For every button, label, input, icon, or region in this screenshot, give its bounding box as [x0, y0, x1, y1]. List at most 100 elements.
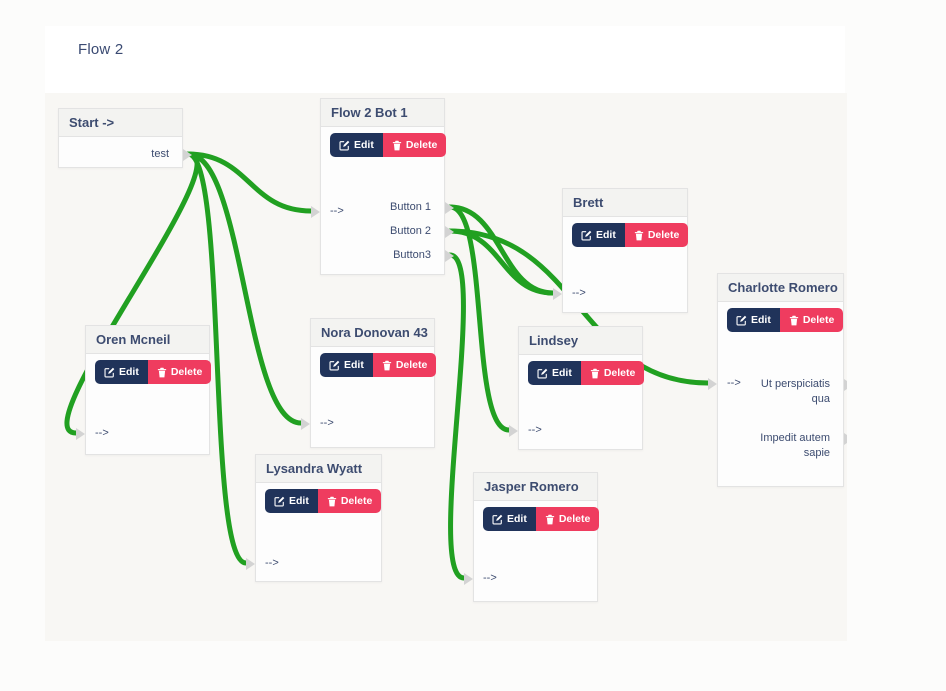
flow-header-card: Flow 2 [45, 26, 845, 93]
input-port-label: --> [727, 377, 741, 389]
input-port-label: --> [265, 557, 279, 569]
output-port-label: test [151, 148, 169, 160]
edit-button[interactable]: Edit [265, 489, 318, 513]
output-port-label: Ut perspiciatis qua [760, 378, 830, 405]
delete-button-label: Delete [647, 229, 680, 241]
node-actions: Edit Delete [265, 489, 382, 513]
trash-icon [590, 368, 599, 378]
edit-button[interactable]: Edit [95, 360, 148, 384]
edit-button-label: Edit [552, 367, 572, 379]
edit-pencil-icon [339, 140, 350, 151]
connection-curve-start-lysandra[interactable] [185, 151, 249, 566]
input-port-arrow-icon[interactable] [509, 425, 518, 437]
node-title-nora: Nora Donovan 43 [311, 319, 434, 347]
node-start[interactable]: Start ->test [58, 108, 192, 168]
input-port-arrow-icon[interactable] [246, 558, 255, 570]
node-actions: Edit Delete [95, 360, 212, 384]
output-port-arrow-icon[interactable] [445, 226, 454, 238]
input-port-arrow-icon[interactable] [708, 378, 717, 390]
delete-button-label: Delete [340, 495, 373, 507]
node-title-jasper: Jasper Romero [474, 473, 597, 501]
edit-pencil-icon [329, 360, 340, 371]
node-title-lindsey: Lindsey [519, 327, 642, 355]
delete-button[interactable]: Delete [317, 489, 382, 513]
input-port-label: --> [330, 205, 344, 217]
delete-button-label: Delete [405, 139, 438, 151]
node-actions: Edit Delete [483, 507, 600, 531]
output-port-arrow-icon[interactable] [445, 250, 454, 262]
edit-button[interactable]: Edit [528, 361, 581, 385]
edit-button[interactable]: Edit [572, 223, 625, 247]
delete-button-label: Delete [558, 513, 591, 525]
input-port-arrow-icon[interactable] [464, 573, 473, 585]
edit-button-label: Edit [289, 495, 309, 507]
output-port-arrow-icon[interactable] [445, 202, 454, 214]
connection-curve-start-nora[interactable] [185, 151, 304, 426]
output-port-label: Button3 [393, 249, 431, 261]
node-title-flow2bot1: Flow 2 Bot 1 [321, 99, 444, 127]
node-nora[interactable]: Nora Donovan 43 Edit Delete --> [301, 318, 437, 448]
input-port-arrow-icon[interactable] [311, 206, 320, 218]
delete-button[interactable]: Delete [779, 308, 844, 332]
output-port-arrow-icon[interactable] [183, 149, 192, 161]
edit-button-label: Edit [507, 513, 527, 525]
delete-button[interactable]: Delete [372, 353, 437, 377]
input-port-label: --> [528, 424, 542, 436]
delete-button-label: Delete [395, 359, 428, 371]
edit-button-label: Edit [119, 366, 139, 378]
connection-curve-start-oren[interactable] [64, 151, 200, 436]
edit-button[interactable]: Edit [483, 507, 536, 531]
edit-button-label: Edit [354, 139, 374, 151]
node-title-charlotte: Charlotte Romero [718, 274, 843, 302]
edit-button[interactable]: Edit [727, 308, 780, 332]
delete-button[interactable]: Delete [535, 507, 600, 531]
node-title-lysandra: Lysandra Wyatt [256, 455, 381, 483]
edit-pencil-icon [274, 496, 285, 507]
connections-layer [64, 151, 711, 581]
trash-icon [634, 230, 643, 240]
delete-button[interactable]: Delete [624, 223, 689, 247]
node-actions: Edit Delete [572, 223, 689, 247]
input-port-label: --> [483, 572, 497, 584]
input-port-label: --> [320, 417, 334, 429]
input-port-arrow-icon[interactable] [553, 288, 562, 300]
node-title-oren: Oren Mcneil [86, 326, 209, 354]
edit-pencil-icon [537, 368, 548, 379]
delete-button[interactable]: Delete [382, 133, 447, 157]
trash-icon [392, 140, 401, 150]
output-port-label: Button 1 [390, 201, 431, 213]
edit-pencil-icon [492, 514, 503, 525]
trash-icon [545, 514, 554, 524]
output-port-label: Impedit autem sapie [760, 432, 830, 459]
edit-button[interactable]: Edit [320, 353, 373, 377]
edit-pencil-icon [736, 315, 747, 326]
edit-button[interactable]: Edit [330, 133, 383, 157]
delete-button-label: Delete [170, 366, 203, 378]
delete-button[interactable]: Delete [147, 360, 212, 384]
connection-curve-start-flow2bot1[interactable] [185, 151, 314, 214]
flow-title: Flow 2 [78, 41, 124, 58]
node-actions: Edit Delete [528, 361, 645, 385]
trash-icon [382, 360, 391, 370]
input-port-arrow-icon[interactable] [301, 418, 310, 430]
connection-curve-flow2bot1-jasper[interactable] [447, 252, 467, 581]
input-port-arrow-icon[interactable] [76, 428, 85, 440]
delete-button[interactable]: Delete [580, 361, 645, 385]
trash-icon [327, 496, 336, 506]
output-port-arrow-icon[interactable] [844, 379, 847, 391]
node-actions: Edit Delete [330, 133, 447, 157]
edit-pencil-icon [581, 230, 592, 241]
connection-curve-flow2bot1-lindsey[interactable] [447, 204, 512, 433]
delete-button-label: Delete [603, 367, 636, 379]
output-port-arrow-icon[interactable] [844, 433, 847, 445]
